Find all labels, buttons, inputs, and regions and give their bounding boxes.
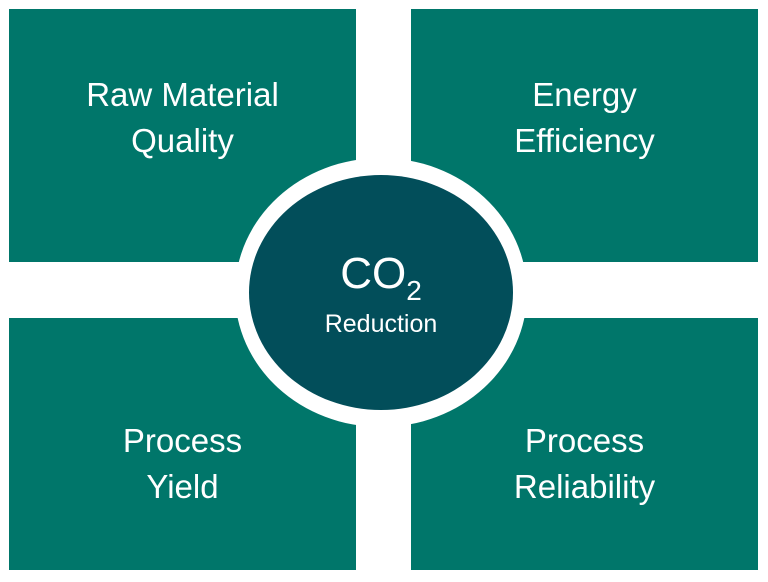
quadrant-label: Yield bbox=[146, 468, 219, 505]
formula-subscript: 2 bbox=[406, 275, 422, 306]
quadrant-label: Quality bbox=[131, 121, 234, 159]
quadrant-label: Reliability bbox=[513, 468, 656, 505]
center-circle: CO2 Reduction bbox=[249, 175, 513, 410]
quadrant-label: Process bbox=[524, 422, 645, 459]
formula-text: CO bbox=[340, 249, 407, 298]
co2-formula: CO2 bbox=[249, 250, 513, 315]
center-label: Reduction bbox=[324, 310, 438, 338]
quadrant-label: Efficiency bbox=[514, 121, 655, 159]
quadrant-label: Process bbox=[122, 422, 243, 459]
quadrant-label: Energy bbox=[532, 75, 637, 113]
quadrant-label: Raw Material bbox=[86, 75, 279, 113]
